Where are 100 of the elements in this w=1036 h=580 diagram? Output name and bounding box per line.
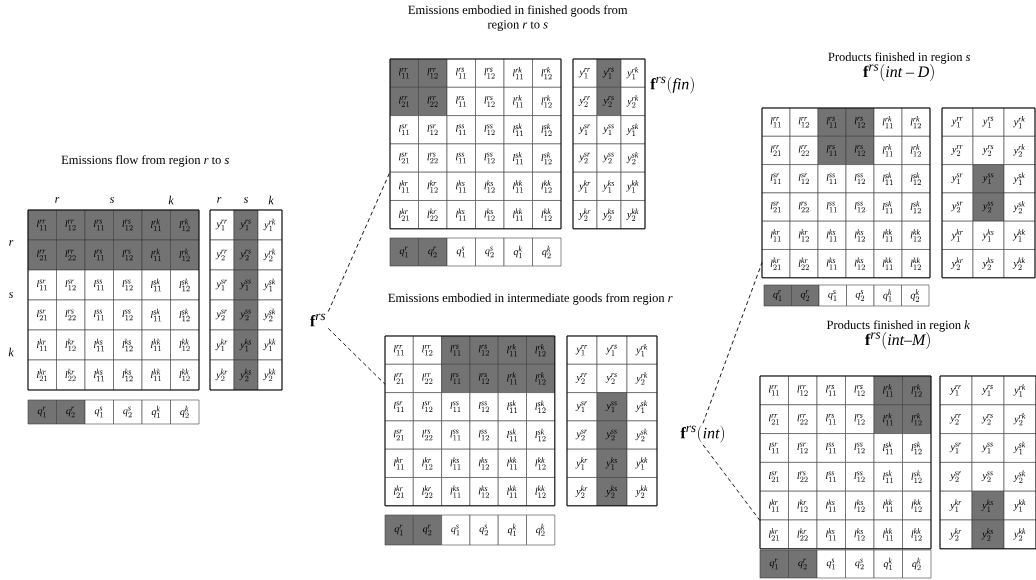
matrix-cell: $y_2^{rs}$ bbox=[596, 87, 622, 116]
matrix-cell: $y_2^{kr}$ bbox=[566, 477, 598, 507]
matrix-cell: $y_1^{sr}$ bbox=[209, 269, 235, 301]
matrix-cell: $l_{11}^{rk}$ bbox=[503, 58, 533, 88]
matrix-cell: $l_{11}^{sk}$ bbox=[497, 392, 527, 422]
matrix-cell: $l_{11}^{kr}$ bbox=[27, 329, 57, 361]
matrix-cell: $l_{11}^{kr}$ bbox=[761, 220, 791, 250]
matrix-cell: $y_2^{kk}$ bbox=[257, 359, 283, 391]
matrix-cell: $y_2^{rr}$ bbox=[939, 404, 973, 434]
matrix-cell: $y_2^{rk}$ bbox=[1003, 404, 1036, 434]
matrix-cell: $l_{11}^{rs}$ bbox=[446, 58, 476, 88]
matrix-cell: $y_1^{rs}$ bbox=[233, 209, 259, 241]
matrix-cell: $l_{12}^{sk}$ bbox=[526, 392, 556, 422]
matrix-cell: $l_{11}^{sk}$ bbox=[497, 420, 527, 450]
matrix-cell: $y_1^{rk}$ bbox=[626, 335, 658, 365]
matrix-cell: $l_{22}^{rs}$ bbox=[418, 143, 448, 173]
matrix-cell: $l_{11}^{rs}$ bbox=[446, 87, 476, 116]
matrix-cell: $l_{12}^{sk}$ bbox=[526, 420, 556, 450]
matrix-cell: $l_{12}^{ks}$ bbox=[469, 448, 499, 478]
matrix-cell: $y_2^{kr}$ bbox=[572, 200, 598, 230]
matrix-cell: $l_{12}^{ks}$ bbox=[475, 171, 505, 201]
matrix-cell: $l_{11}^{kr}$ bbox=[384, 448, 414, 478]
matrix-cell: $l_{11}^{rs}$ bbox=[84, 209, 114, 241]
matrix-cell: $q_2^k$ bbox=[526, 514, 556, 546]
matrix-cell: $l_{11}^{kk}$ bbox=[873, 220, 903, 250]
matrix-cell: $y_1^{ss}$ bbox=[972, 164, 1005, 194]
matrix-cell: $l_{12}^{ss}$ bbox=[845, 462, 875, 492]
matrix-cell: $l_{11}^{kk}$ bbox=[503, 171, 533, 201]
matrix-cell: $l_{12}^{rk}$ bbox=[170, 239, 200, 271]
column-header: $s$ bbox=[243, 197, 248, 203]
matrix-cell: $l_{12}^{kk}$ bbox=[901, 220, 931, 250]
matrix-cell: $l_{11}^{sk}$ bbox=[503, 143, 533, 173]
matrix-cell: $l_{12}^{rs}$ bbox=[845, 107, 875, 137]
matrix-cell: $l_{12}^{rs}$ bbox=[845, 404, 875, 434]
matrix-cell: $l_{11}^{rk}$ bbox=[503, 87, 533, 116]
matrix-cell: $l_{11}^{rs}$ bbox=[816, 404, 846, 434]
matrix-symbol: $\mathbf{f}^{rs}(int)$ bbox=[680, 425, 724, 443]
panel-title: Products finished in region s $\mathbf{f}^{rs}(int-D)$ bbox=[828, 52, 971, 82]
matrix-cell: $l_{12}^{rs}$ bbox=[469, 335, 499, 365]
matrix-cell: $l_{12}^{kk}$ bbox=[901, 249, 931, 279]
row-header: $s$ bbox=[8, 292, 13, 298]
matrix-cell: $l_{12}^{ss}$ bbox=[475, 143, 505, 173]
matrix-cell: $l_{12}^{sk}$ bbox=[170, 299, 200, 331]
matrix-cell: $l_{21}^{sr}$ bbox=[759, 462, 789, 492]
matrix-cell: $l_{12}^{sk}$ bbox=[901, 192, 931, 222]
matrix-cell: $y_2^{sr}$ bbox=[939, 462, 973, 492]
matrix-cell: $l_{11}^{ss}$ bbox=[817, 192, 847, 222]
matrix-cell: $y_1^{ss}$ bbox=[596, 115, 622, 145]
matrix-cell: $l_{12}^{sk}$ bbox=[902, 433, 932, 463]
matrix-cell: $l_{11}^{rk}$ bbox=[141, 209, 171, 241]
matrix-cell: $l_{12}^{ss}$ bbox=[113, 269, 143, 301]
matrix-cell: $y_1^{kr}$ bbox=[572, 171, 598, 201]
matrix-cell: $l_{11}^{rk}$ bbox=[873, 107, 903, 137]
matrix-cell: $y_1^{sk}$ bbox=[257, 269, 283, 301]
matrix-cell: $y_1^{kk}$ bbox=[1003, 490, 1036, 521]
matrix-cell: $l_{12}^{ks}$ bbox=[845, 519, 875, 550]
matrix-cell: $q_2^r$ bbox=[413, 514, 442, 546]
matrix-cell: $l_{12}^{kk}$ bbox=[902, 490, 932, 521]
matrix-cell: $l_{12}^{rk}$ bbox=[526, 335, 556, 365]
matrix-cell: $y_2^{ks}$ bbox=[971, 519, 1005, 550]
matrix-cell: $l_{11}^{rk}$ bbox=[497, 335, 527, 365]
matrix-cell: $q_1^r$ bbox=[763, 284, 792, 307]
matrix-cell: $y_2^{sk}$ bbox=[1003, 462, 1036, 492]
matrix-cell: $y_1^{rk}$ bbox=[257, 209, 283, 241]
matrix-cell: $q_2^s$ bbox=[475, 237, 505, 267]
matrix-cell: $y_1^{kr}$ bbox=[209, 329, 235, 361]
matrix-cell: $l_{11}^{rk}$ bbox=[141, 239, 171, 271]
matrix-cell: $l_{11}^{ks}$ bbox=[441, 477, 471, 507]
matrix-cell: $l_{12}^{ss}$ bbox=[845, 433, 875, 463]
row-header: $r$ bbox=[9, 240, 14, 246]
matrix-cell: $l_{22}^{kr}$ bbox=[413, 477, 442, 507]
matrix-cell: $y_2^{sr}$ bbox=[566, 420, 598, 450]
matrix-cell: $l_{12}^{sr}$ bbox=[789, 164, 819, 194]
panel-title: Products finished in region k $\mathbf{f}^{rs}(int{-}M)$ bbox=[826, 320, 970, 350]
matrix-cell: $l_{11}^{kk}$ bbox=[497, 448, 527, 478]
matrix-cell: $l_{11}^{rk}$ bbox=[873, 375, 903, 406]
matrix-cell: $y_1^{sr}$ bbox=[566, 392, 598, 422]
matrix-cell: $l_{12}^{rs}$ bbox=[475, 87, 505, 116]
matrix-cell: $l_{11}^{rs}$ bbox=[817, 136, 847, 165]
matrix-cell: $y_1^{kr}$ bbox=[566, 448, 598, 478]
matrix-cell: $l_{12}^{sk}$ bbox=[532, 143, 562, 173]
matrix-cell: $y_2^{sk}$ bbox=[257, 299, 283, 331]
matrix-cell: $q_2^r$ bbox=[56, 399, 86, 425]
matrix-cell: $y_2^{sk}$ bbox=[620, 143, 646, 173]
matrix-cell: $y_1^{ss}$ bbox=[596, 392, 628, 422]
matrix-cell: $l_{11}^{ks}$ bbox=[446, 171, 476, 201]
matrix-cell: $l_{12}^{kk}$ bbox=[532, 171, 562, 201]
matrix-cell: $q_1^k$ bbox=[497, 514, 527, 546]
matrix-cell: $l_{21}^{sr}$ bbox=[761, 192, 791, 222]
matrix-cell: $l_{21}^{kr}$ bbox=[384, 477, 414, 507]
matrix-cell: $l_{21}^{rr}$ bbox=[384, 364, 414, 393]
matrix-cell: $y_1^{rs}$ bbox=[971, 375, 1005, 406]
matrix-cell: $y_2^{rk}$ bbox=[626, 364, 658, 393]
matrix-cell: $l_{12}^{ss}$ bbox=[475, 115, 505, 145]
matrix-cell: $l_{11}^{rs}$ bbox=[441, 335, 471, 365]
matrix-cell: $y_1^{kk}$ bbox=[1003, 220, 1036, 250]
matrix-cell: $q_1^r$ bbox=[384, 514, 414, 546]
matrix-cell: $y_2^{rk}$ bbox=[257, 239, 283, 271]
matrix-cell: $l_{12}^{ss}$ bbox=[845, 192, 875, 222]
matrix-cell: $l_{11}^{ss}$ bbox=[817, 164, 847, 194]
